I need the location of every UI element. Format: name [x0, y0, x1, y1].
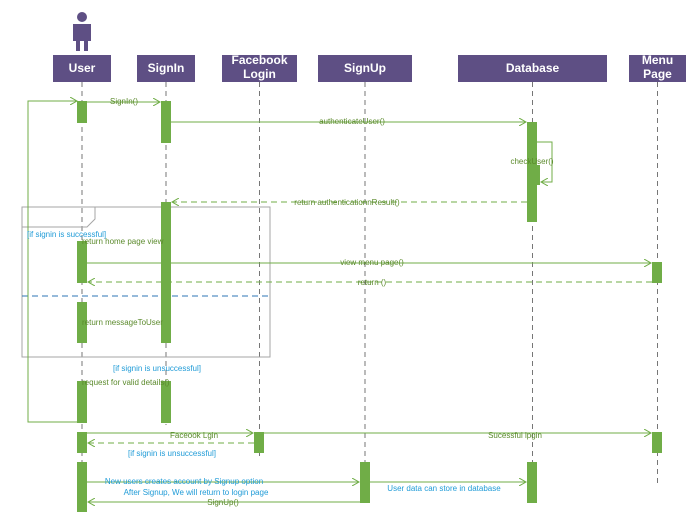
- msg-successful-login-label: Sucessful lpgin: [488, 431, 542, 440]
- msg-facebook-login-label: Faceook Lgin: [170, 431, 218, 440]
- activation-signin-1: [161, 101, 171, 143]
- participant-user: User: [53, 55, 111, 82]
- msg-return-message-label: return messageToUser: [82, 318, 163, 327]
- msg-checkuser-label: checkUser(): [510, 157, 553, 166]
- activation-user-1: [77, 101, 87, 123]
- activation-menu-1: [652, 262, 662, 283]
- participant-signup: SignUp: [318, 55, 412, 82]
- activation-user-5: [77, 432, 87, 453]
- msg-return-auth-label: return authenticationnResult(): [294, 198, 400, 207]
- msg-signup-return-label: SignUp(): [207, 498, 239, 507]
- activation-signin-2: [161, 202, 171, 343]
- activation-database-2: [527, 462, 537, 503]
- msg-return-home-label: return home page view: [82, 237, 164, 246]
- activation-user-2: [77, 241, 87, 283]
- note-new-users: New users creates account by Signup opti…: [105, 477, 263, 486]
- msg-signin-label: SignIn(): [110, 97, 138, 106]
- participant-database-label: Database: [506, 61, 560, 75]
- activation-database-self: [532, 165, 540, 185]
- participant-menu-page: Menu Page: [629, 53, 686, 82]
- participant-facebook-label-line1: Facebook: [231, 53, 287, 67]
- msg-view-menu-label: view menu page(): [340, 258, 404, 267]
- activation-signup-1: [360, 462, 370, 503]
- participant-facebook-label-line2: Login: [243, 67, 276, 81]
- participant-menu-label-line1: Menu: [642, 53, 673, 67]
- retry-loop-line: [27, 101, 77, 423]
- guard-if-success: [if signin is successful]: [27, 230, 106, 239]
- participant-menu-label-line2: Page: [643, 67, 672, 81]
- activation-user-6: [77, 462, 87, 512]
- participant-database: Database: [458, 55, 607, 82]
- guard-if-unsuccess-2: [if signin is unsuccessful]: [128, 449, 216, 458]
- activation-signin-3: [161, 381, 171, 423]
- guard-if-unsuccess-1: [if signin is unsuccessful]: [113, 364, 201, 373]
- msg-checkuser-arrow: [537, 141, 553, 182]
- participant-signin-label: SignIn: [148, 61, 185, 75]
- msg-return-menu-label: return (): [358, 278, 387, 287]
- participant-facebook-login: Facebook Login: [222, 53, 297, 82]
- activation-menu-2: [652, 432, 662, 453]
- note-after-signup: After Signup, We will return to login pa…: [124, 488, 269, 497]
- msg-authenticate-label: authenticateUser(): [319, 117, 385, 126]
- person-icon: [73, 12, 91, 51]
- participant-signin: SignIn: [137, 55, 195, 82]
- activation-facebook-1: [254, 432, 264, 453]
- note-user-data: User data can store in database: [387, 484, 501, 493]
- msg-request-valid-label: request for valid details(): [82, 378, 170, 387]
- activation-user-3: [77, 302, 87, 343]
- participant-user-label: User: [69, 61, 96, 75]
- participant-signup-label: SignUp: [344, 61, 386, 75]
- activation-user-4: [77, 381, 87, 423]
